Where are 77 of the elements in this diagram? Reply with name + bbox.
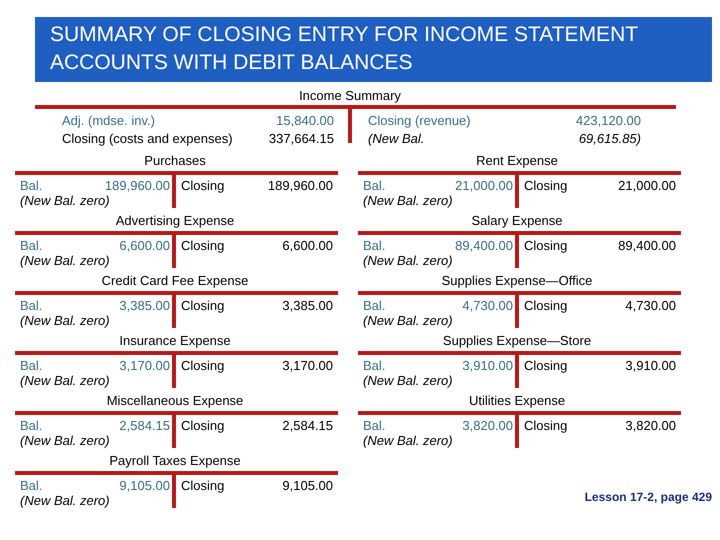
amount: 2,584.15 bbox=[282, 418, 333, 433]
amount: 3,820.00 bbox=[625, 418, 676, 433]
entry-label: Bal. bbox=[363, 298, 386, 313]
account-title: Miscellaneous Expense bbox=[106, 393, 244, 408]
entry-label: Closing bbox=[524, 178, 568, 193]
amount: 3,385.00 bbox=[282, 298, 333, 313]
amount: 89,400.00 bbox=[618, 238, 676, 253]
amount: 3,385.00 bbox=[119, 298, 170, 313]
entry-label: Bal. bbox=[20, 178, 42, 193]
amount: 189,960.00 bbox=[268, 178, 333, 193]
balance-note: (New Bal. zero) bbox=[363, 193, 453, 208]
amount: 21,000.00 bbox=[618, 178, 676, 193]
balance-note: (New Bal. zero) bbox=[20, 193, 110, 208]
balance-note: (New Bal. zero) bbox=[20, 433, 110, 448]
amount: 423,120.00 bbox=[576, 113, 641, 128]
entry-label: Bal. bbox=[20, 358, 42, 373]
entry-label: Bal. bbox=[20, 238, 42, 253]
account-title: Income Summary bbox=[299, 88, 401, 103]
account-title: Payroll Taxes Expense bbox=[109, 453, 241, 468]
balance-note: 69,615.85) bbox=[578, 131, 641, 146]
entry-label: Closing bbox=[181, 298, 224, 313]
amount: 89,400.00 bbox=[455, 238, 513, 253]
amount: 21,000.00 bbox=[455, 178, 513, 193]
amount: 9,105.00 bbox=[282, 478, 333, 493]
entry-label: Closing bbox=[524, 358, 568, 373]
amount: 4,730.00 bbox=[625, 298, 676, 313]
balance-note: (New Bal. zero) bbox=[363, 373, 453, 388]
amount: 6,600.00 bbox=[119, 238, 170, 253]
balance-note: (New Bal. zero) bbox=[20, 373, 110, 388]
account-title: Purchases bbox=[144, 153, 206, 168]
amount: 3,170.00 bbox=[119, 358, 170, 373]
entry-label: Adj. (mdse. inv.) bbox=[62, 113, 155, 128]
account-title: Advertising Expense bbox=[116, 213, 234, 228]
amount: 3,910.00 bbox=[625, 358, 676, 373]
account-title: Credit Card Fee Expense bbox=[102, 273, 248, 288]
amount: 6,600.00 bbox=[282, 238, 333, 253]
balance-note: (New Bal. zero) bbox=[363, 433, 453, 448]
entry-label: Closing bbox=[524, 418, 568, 433]
balance-note: (New Bal. zero) bbox=[20, 493, 110, 508]
balance-note: (New Bal. bbox=[368, 131, 424, 146]
source-note: Lesson 17-2, page 429 bbox=[584, 490, 712, 505]
entry-label: Bal. bbox=[20, 478, 42, 493]
entry-label: Bal. bbox=[20, 418, 42, 433]
account-title: Salary Expense bbox=[471, 213, 563, 228]
account-title: Supplies Expense—Office bbox=[442, 273, 592, 288]
entry-label: Closing bbox=[181, 478, 224, 493]
amount: 3,820.00 bbox=[462, 418, 513, 433]
amount: 337,664.15 bbox=[268, 131, 334, 146]
account-title: Rent Expense bbox=[476, 153, 558, 168]
entry-label: Closing (costs and expenses) bbox=[62, 131, 233, 146]
account-title: Supplies Expense—Store bbox=[442, 333, 592, 348]
entry-label: Closing bbox=[181, 238, 224, 253]
entry-label: Bal. bbox=[363, 418, 386, 433]
entry-label: Closing bbox=[524, 298, 568, 313]
amount: 15,840.00 bbox=[276, 113, 334, 128]
entry-label: Bal. bbox=[20, 298, 42, 313]
entry-label: Bal. bbox=[363, 358, 386, 373]
amount: 2,584.15 bbox=[119, 418, 170, 433]
entry-label: Closing bbox=[181, 178, 224, 193]
balance-note: (New Bal. zero) bbox=[20, 253, 110, 268]
entry-label: Bal. bbox=[363, 178, 386, 193]
entry-label: Closing bbox=[524, 238, 568, 253]
amount: 189,960.00 bbox=[104, 178, 170, 193]
amount: 4,730.00 bbox=[462, 298, 513, 313]
balance-note: (New Bal. zero) bbox=[363, 313, 453, 328]
amount: 9,105.00 bbox=[119, 478, 170, 493]
entry-label: Closing (revenue) bbox=[368, 113, 471, 128]
balance-note: (New Bal. zero) bbox=[20, 313, 110, 328]
title-banner: SUMMARY OF CLOSING ENTRY FOR INCOME STATEMENT ACCOUNTS WITH DEBIT BALANCES bbox=[35, 17, 712, 82]
balance-note: (New Bal. zero) bbox=[363, 253, 453, 268]
amount: 3,910.00 bbox=[462, 358, 513, 373]
account-title: Utilities Expense bbox=[468, 393, 566, 408]
account-title: Insurance Expense bbox=[119, 333, 231, 348]
entry-label: Bal. bbox=[363, 238, 386, 253]
entry-label: Closing bbox=[181, 358, 224, 373]
amount: 3,170.00 bbox=[282, 358, 333, 373]
entry-label: Closing bbox=[181, 418, 224, 433]
